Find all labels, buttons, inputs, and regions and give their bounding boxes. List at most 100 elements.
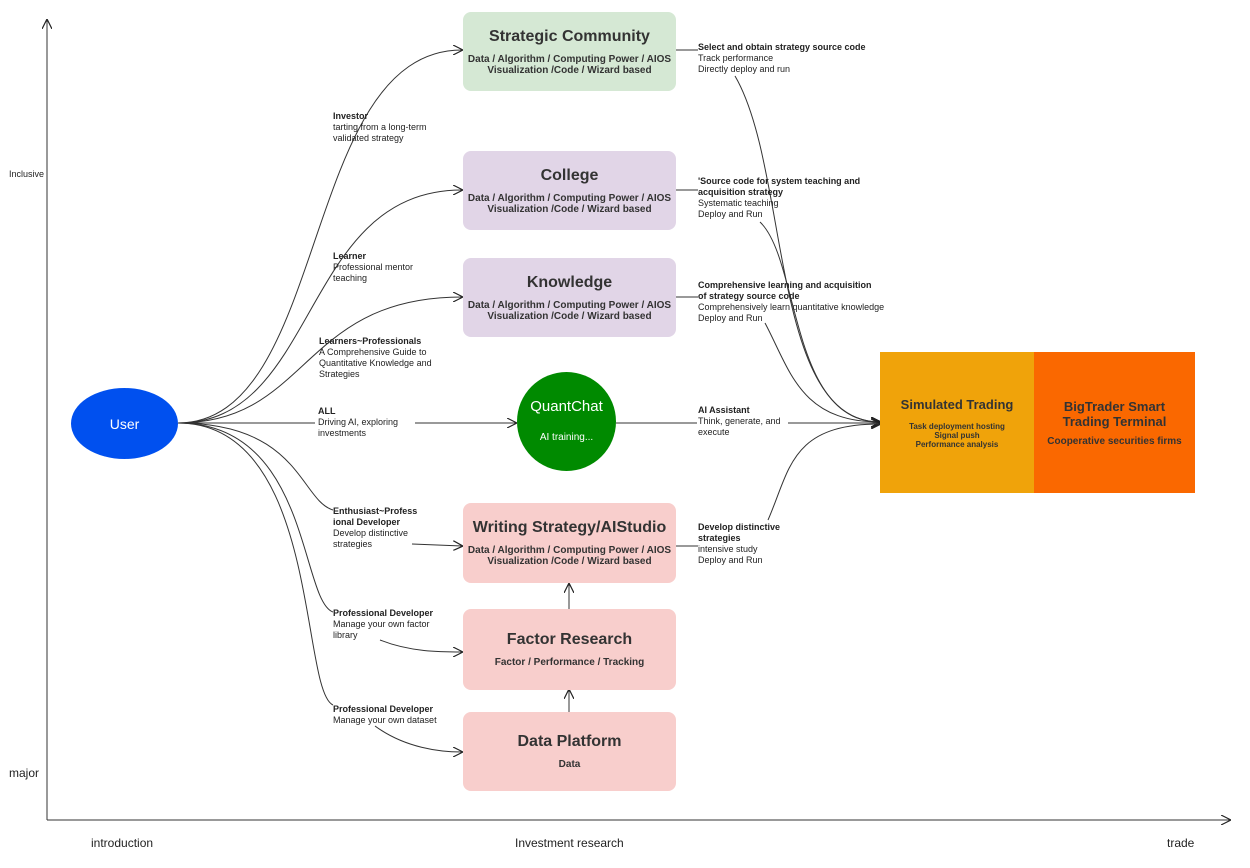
label-all: ALL Driving AI, exploring investments — [318, 406, 398, 439]
label-enthusiast-head1: Enthusiast~Profess — [333, 506, 418, 516]
strategic-community-box[interactable]: Strategic Community Data / Algorithm / C… — [463, 12, 676, 91]
college-title: College — [540, 166, 599, 184]
quantchat-title: QuantChat — [530, 398, 603, 415]
x-axis-middle-label: Investment research — [515, 836, 624, 850]
college-box[interactable]: College Data / Algorithm / Computing Pow… — [463, 151, 676, 230]
factor-research-box[interactable]: Factor Research Factor / Performance / T… — [463, 609, 676, 690]
wire-user-prodata — [177, 422, 334, 706]
label-right-ai-l2: execute — [698, 427, 730, 437]
wire-college-terminal — [759, 221, 880, 422]
label-learners-professionals: Learners~Professionals A Comprehensive G… — [319, 336, 432, 380]
label-all-l2: investments — [318, 428, 367, 438]
knowledge-box[interactable]: Knowledge Data / Algorithm / Computing P… — [463, 258, 676, 337]
writing-strategy-line1: Data / Algorithm / Computing Power / AIO… — [467, 545, 672, 556]
simulated-trading-line2: Signal push — [934, 430, 980, 440]
wire-knowledge-terminal — [764, 322, 880, 422]
user-label: User — [109, 415, 140, 432]
label-right-ai: AI Assistant Think, generate, and execut… — [698, 405, 781, 438]
strategic-community-line1: Data / Algorithm / Computing Power / AIO… — [467, 53, 672, 65]
label-enthusiast-l1: Develop distinctive — [333, 528, 409, 538]
writing-strategy-line2: Visualization /Code / Wizard based — [487, 556, 652, 567]
data-platform-line1: Data — [558, 759, 581, 770]
label-right-college: 'Source code for system teaching and acq… — [698, 176, 860, 220]
label-all-l1: Driving AI, exploring — [318, 417, 399, 427]
label-all-head: ALL — [318, 406, 336, 416]
label-pro-factor: Professional Developer Manage your own f… — [333, 608, 433, 641]
college-line2: Visualization /Code / Wizard based — [487, 203, 652, 215]
label-right-writing-head2: strategies — [698, 533, 741, 543]
simulated-trading-line3: Performance analysis — [915, 439, 999, 449]
label-right-college-head2: acquisition strategy — [698, 187, 784, 197]
label-pro-factor-head: Professional Developer — [333, 608, 434, 618]
x-axis-left-label: introduction — [91, 836, 154, 850]
y-axis-bottom-label: major — [9, 766, 40, 780]
label-pro-factor-l2: library — [333, 630, 358, 640]
label-right-ai-l1: Think, generate, and — [698, 416, 781, 426]
writing-strategy-box[interactable]: Writing Strategy/AIStudio Data / Algorit… — [463, 503, 676, 583]
simulated-trading-line1: Task deployment hosting — [909, 421, 1005, 431]
bigtrader-box[interactable]: BigTrader Smart Trading Terminal Coopera… — [1034, 352, 1195, 493]
label-right-writing-head1: Develop distinctive — [698, 522, 781, 532]
label-pro-data-l1: Manage your own dataset — [333, 715, 437, 725]
quantchat-sub: AI training... — [539, 432, 594, 443]
label-right-college-l1: Systematic teaching — [698, 198, 779, 208]
label-right-knowledge: Comprehensive learning and acquisition o… — [698, 280, 884, 324]
label-learners-professionals-head: Learners~Professionals — [319, 336, 422, 346]
label-right-strategic-head: Select and obtain strategy source code — [698, 42, 866, 52]
label-right-ai-head: AI Assistant — [698, 405, 750, 415]
label-right-writing-l2: Deploy and Run — [698, 555, 763, 565]
data-platform-box[interactable]: Data Platform Data — [463, 712, 676, 791]
strategic-community-title: Strategic Community — [489, 27, 650, 45]
bigtrader-title-line1: BigTrader Smart — [1063, 399, 1166, 414]
label-learner-l1: Professional mentor — [333, 262, 414, 272]
label-investor-l2: validated strategy — [333, 133, 404, 143]
label-pro-data: Professional Developer Manage your own d… — [333, 704, 437, 726]
y-axis-top-label: Inclusive — [9, 169, 45, 179]
label-pro-factor-l1: Manage your own factor — [333, 619, 430, 629]
data-platform-title: Data Platform — [517, 733, 622, 750]
wire-profactor-factor — [379, 639, 462, 652]
label-right-knowledge-head1: Comprehensive learning and acquisition — [698, 280, 872, 290]
label-learners-professionals-l2: Quantitative Knowledge and — [319, 358, 432, 368]
wire-user-profactor — [177, 422, 334, 613]
label-right-strategic-l2: Directly deploy and run — [698, 64, 791, 74]
label-learner-l2: teaching — [333, 273, 368, 283]
label-right-writing: Develop distinctive strategies intensive… — [698, 522, 780, 566]
knowledge-line1: Data / Algorithm / Computing Power / AIO… — [467, 299, 672, 311]
knowledge-line2: Visualization /Code / Wizard based — [487, 310, 652, 322]
bigtrader-title-line2: Trading Terminal — [1062, 414, 1167, 429]
factor-research-line1: Factor / Performance / Tracking — [494, 657, 645, 668]
knowledge-title: Knowledge — [526, 273, 613, 291]
label-enthusiast-l2: strategies — [333, 539, 373, 549]
wire-enthusiast-writing — [411, 544, 462, 546]
wire-strategic-terminal — [734, 75, 880, 422]
strategic-community-line2: Visualization /Code / Wizard based — [487, 64, 652, 76]
label-enthusiast: Enthusiast~Profess ional Developer Devel… — [333, 506, 417, 550]
simulated-trading-box[interactable]: Simulated Trading Task deployment hostin… — [880, 352, 1034, 493]
label-right-knowledge-head2: of strategy source code — [698, 291, 800, 301]
label-learners-professionals-l1: A Comprehensive Guide to — [319, 347, 427, 357]
simulated-trading-title: Simulated Trading — [900, 396, 1014, 412]
x-axis-right-label: trade — [1167, 836, 1195, 850]
label-investor-l1: tarting from a long-term — [333, 122, 427, 132]
label-investor: Investor tarting from a long-term valida… — [333, 111, 427, 144]
wire-user-college — [177, 190, 462, 424]
label-right-college-l2: Deploy and Run — [698, 209, 763, 219]
quantchat-node[interactable]: QuantChat AI training... — [517, 372, 616, 471]
label-investor-head: Investor — [333, 111, 369, 121]
label-right-strategic: Select and obtain strategy source code T… — [698, 42, 866, 75]
user-node[interactable]: User — [71, 388, 178, 459]
factor-research-title: Factor Research — [506, 631, 633, 648]
label-right-college-head1: 'Source code for system teaching and — [698, 176, 861, 186]
simulated-trading-lines: Task deployment hosting Signal push Perf… — [909, 422, 1005, 449]
college-line1: Data / Algorithm / Computing Power / AIO… — [467, 192, 672, 204]
label-right-knowledge-l2: Deploy and Run — [698, 313, 763, 323]
label-learner: Learner Professional mentor teaching — [333, 251, 413, 284]
bigtrader-sub: Cooperative securities firms — [1047, 436, 1182, 447]
label-right-writing-l1: intensive study — [698, 544, 758, 554]
wire-user-knowledge — [177, 297, 462, 424]
label-right-strategic-l1: Track performance — [698, 53, 774, 63]
label-learner-head: Learner — [333, 251, 367, 261]
label-right-knowledge-l1: Comprehensively learn quantitative knowl… — [698, 302, 885, 312]
